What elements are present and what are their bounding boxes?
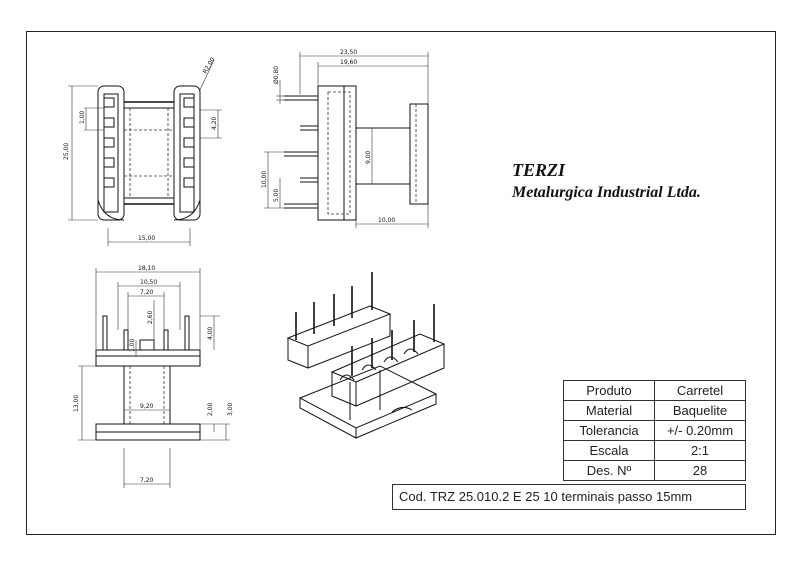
title-key: Produto (563, 380, 655, 401)
dim-side-pin-pitch: 5,00 (273, 188, 280, 202)
dim-front-radius: R2,00 (202, 56, 217, 75)
title-value: Baquelite (654, 400, 746, 421)
title-key: Escala (563, 440, 655, 461)
dim-bottom-core: 9,20 (140, 403, 154, 410)
dim-bottom-step: 1,00 (129, 338, 136, 352)
dim-bottom-slot: 2,60 (147, 310, 154, 324)
dim-bottom-inner: 7,20 (140, 289, 154, 296)
dim-bottom-mid: 10,50 (140, 279, 157, 286)
dim-front-width: 15,00 (138, 235, 155, 242)
product-code: Cod. TRZ 25.010.2 E 25 10 terminais pass… (392, 484, 746, 510)
company-brand: TERZI (512, 160, 566, 180)
title-value: Carretel (654, 380, 746, 401)
title-block-table: Produto Carretel Material Baquelite Tole… (563, 380, 746, 481)
title-row-material: Material Baquelite (563, 400, 746, 421)
title-key: Tolerancia (563, 420, 655, 441)
title-key: Material (563, 400, 655, 421)
title-row-des-no: Des. Nº 28 (563, 460, 746, 481)
title-row-produto: Produto Carretel (563, 380, 746, 401)
dim-side-total: 23,50 (340, 49, 357, 56)
front-view (68, 59, 222, 246)
dim-side-flange: 10,00 (378, 217, 395, 224)
title-value: 28 (654, 460, 746, 481)
title-value: +/- 0.20mm (654, 420, 746, 441)
title-row-tolerancia: Tolerancia +/- 0.20mm (563, 420, 746, 441)
dim-bottom-pin-h: 4,00 (207, 326, 214, 340)
dim-bottom-t1: 2,00 (207, 402, 214, 416)
title-value: 2:1 (654, 440, 746, 461)
dim-front-height: 25,00 (63, 143, 70, 160)
dim-side-inner: 19,60 (340, 59, 357, 66)
dim-front-small: 4,20 (211, 116, 218, 130)
dim-bottom-total: 18,10 (138, 265, 155, 272)
side-view (264, 52, 429, 228)
title-row-escala: Escala 2:1 (563, 440, 746, 461)
drawing-sheet-border (26, 31, 776, 535)
title-key: Des. Nº (563, 460, 655, 481)
dim-front-pitch: 1,00 (79, 110, 86, 124)
dim-bottom-t2: 3,00 (227, 402, 234, 416)
dim-side-pin-dia: Ø0,80 (273, 66, 280, 84)
company-name: Metalurgica Industrial Ltda. (512, 184, 701, 201)
dim-bottom-height: 13,00 (73, 395, 80, 412)
end-view (78, 268, 230, 488)
isometric-view (286, 272, 446, 439)
dim-bottom-base: 7,20 (140, 477, 154, 484)
dim-side-window: 9,00 (365, 150, 372, 164)
dim-side-pin-span: 10,00 (261, 171, 268, 188)
